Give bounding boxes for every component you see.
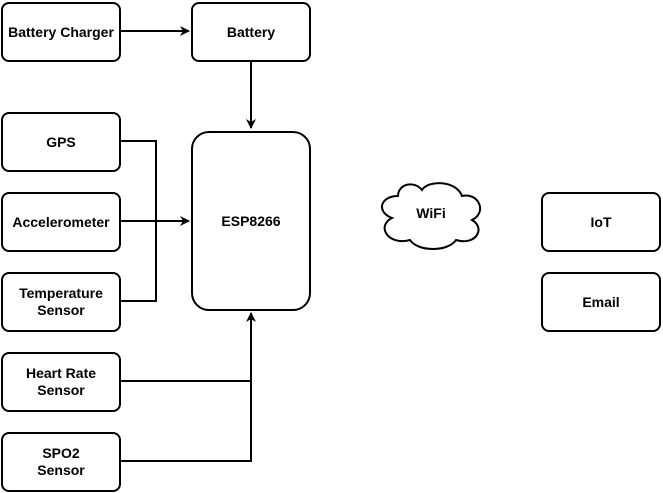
iot-box: IoT bbox=[541, 192, 661, 252]
heart-rate-sensor-box: Heart Rate Sensor bbox=[1, 352, 121, 412]
gps-box: GPS bbox=[1, 112, 121, 172]
edge-heartrate-to-esp8266 bbox=[121, 312, 256, 382]
esp8266-label: ESP8266 bbox=[221, 212, 281, 229]
wifi-label: WiFi bbox=[416, 205, 446, 221]
wifi-cloud-shape bbox=[381, 182, 482, 250]
temperature-sensor-box: Temperature Sensor bbox=[1, 272, 121, 332]
battery-charger-box: Battery Charger bbox=[1, 2, 121, 62]
battery-charger-label: Battery Charger bbox=[8, 23, 114, 40]
battery-label: Battery bbox=[226, 23, 276, 40]
edge-spo2-to-esp8266 bbox=[121, 381, 252, 462]
edge-temperature-to-esp8266 bbox=[121, 221, 157, 302]
iot-label: IoT bbox=[590, 213, 612, 230]
esp8266-box: ESP8266 bbox=[191, 131, 311, 311]
heart-rate-sensor-label: Heart Rate Sensor bbox=[25, 365, 97, 398]
email-box: Email bbox=[541, 272, 661, 332]
spo2-sensor-label: SPO2 Sensor bbox=[37, 445, 85, 478]
gps-label: GPS bbox=[46, 133, 76, 150]
edge-gps-to-esp8266 bbox=[121, 140, 157, 221]
spo2-sensor-box: SPO2 Sensor bbox=[1, 432, 121, 492]
email-label: Email bbox=[582, 293, 620, 310]
temperature-sensor-label: Temperature Sensor bbox=[19, 285, 103, 318]
battery-box: Battery bbox=[191, 2, 311, 62]
accelerometer-label: Accelerometer bbox=[12, 213, 110, 230]
accelerometer-box: Accelerometer bbox=[1, 192, 121, 252]
